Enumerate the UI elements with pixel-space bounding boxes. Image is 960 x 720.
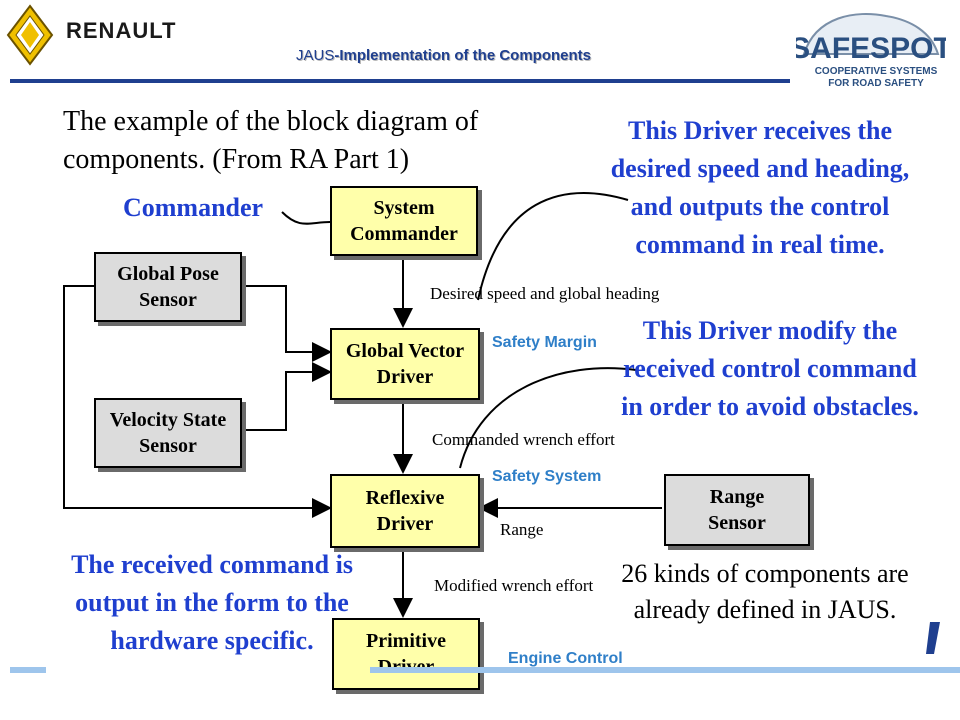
intro-text: The example of the block diagram of comp… xyxy=(63,103,623,179)
commander-label: Commander xyxy=(123,193,264,222)
page-header-title: JAUS-Implementation of the Components xyxy=(296,47,591,64)
intro-line-1: The example of the block diagram of xyxy=(63,106,479,137)
arrow-pose-to-reflexive xyxy=(63,285,332,518)
header-title-prefix: JAUS xyxy=(296,47,335,64)
velocity-state-sensor-line-2: Sensor xyxy=(139,435,197,457)
block-primitive-driver: PrimitiveDriver xyxy=(332,618,480,690)
system-commander-line-1: System xyxy=(373,197,435,219)
reflexive-driver-line-2: Driver xyxy=(376,513,434,535)
safespot-logo-text: SAFESPOT xyxy=(796,32,946,65)
note-received-command: The received command is output in the fo… xyxy=(71,550,353,655)
velocity-state-sensor-line-1: Velocity State xyxy=(109,409,227,431)
system-commander-line-2: Commander xyxy=(350,223,458,245)
label-commanded-wrench: Commanded wrench effort xyxy=(432,430,615,449)
note-driver-modify: This Driver modify the received control … xyxy=(621,316,919,421)
label-range: Range xyxy=(500,520,544,539)
range-sensor-line-1: Range xyxy=(709,486,765,508)
renault-logo xyxy=(6,4,54,66)
intro-line-2: components. (From RA Part 1) xyxy=(63,144,410,175)
header-title-rest: -Implementation of the Components xyxy=(334,47,592,64)
note-kinds-of-components: 26 kinds of components are already defin… xyxy=(621,559,909,624)
global-vector-driver-line-1: Global Vector xyxy=(345,340,465,362)
label-safety-system: Safety System xyxy=(492,468,602,485)
label-modified-wrench: Modified wrench effort xyxy=(434,576,594,595)
safespot-logo: SAFESPOT COOPERATIVE SYSTEMS FOR ROAD SA… xyxy=(796,13,946,89)
safespot-tagline-1: COOPERATIVE SYSTEMS xyxy=(815,66,938,77)
footer-bar-left xyxy=(10,667,46,673)
global-pose-sensor-line-2: Sensor xyxy=(139,289,197,311)
safespot-tagline-2: FOR ROAD SAFETY xyxy=(828,78,924,89)
label-desired-speed: Desired speed and global heading xyxy=(430,284,660,303)
callout-commander xyxy=(281,211,331,225)
callout-note2 xyxy=(459,367,637,469)
reflexive-driver-line-1: Reflexive xyxy=(365,487,445,509)
callout-note1 xyxy=(477,192,629,301)
brand-name: RENAULT xyxy=(66,18,177,43)
label-safety-margin: Safety Margin xyxy=(492,334,597,351)
footer-bar-right xyxy=(370,667,960,673)
label-engine-control: Engine Control xyxy=(508,650,623,667)
primitive-driver-line-1: Primitive xyxy=(366,630,446,652)
global-vector-driver-line-2: Driver xyxy=(376,366,434,388)
arrow-pose-to-gvd xyxy=(240,285,332,362)
note-driver-receives: This Driver receives the desired speed a… xyxy=(610,116,910,259)
global-pose-sensor-line-1: Global Pose xyxy=(117,263,219,285)
partner-logo-partial xyxy=(926,622,940,654)
header-divider xyxy=(10,79,790,83)
arrow-velocity-to-gvd xyxy=(240,362,332,431)
range-sensor-line-2: Sensor xyxy=(708,512,766,534)
